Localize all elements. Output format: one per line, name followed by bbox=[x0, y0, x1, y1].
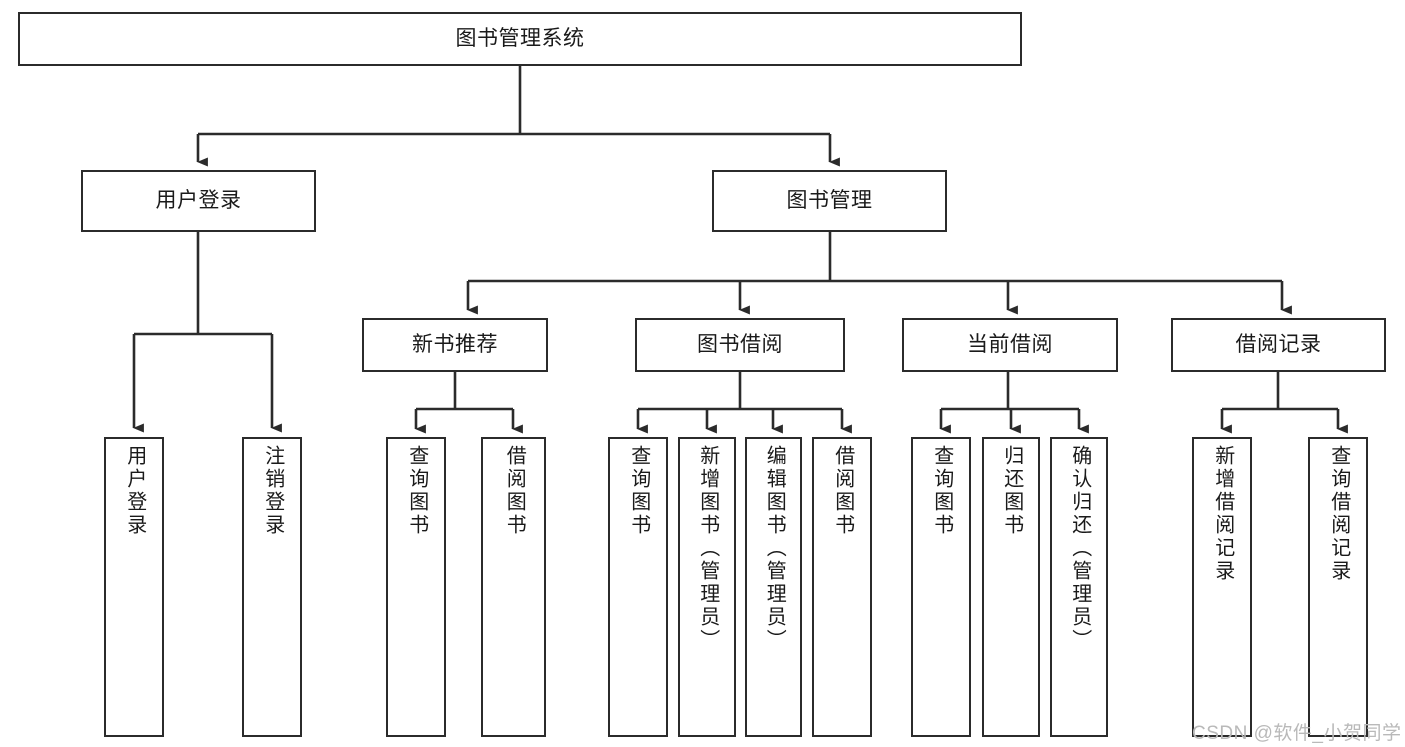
node-leaf-add-borrow-record-label: 新增借阅记录 bbox=[1211, 445, 1234, 583]
node-new-book-recommend-label: 新书推荐 bbox=[412, 332, 498, 356]
node-leaf-query-book-current-label: 查询图书 bbox=[930, 445, 953, 537]
node-leaf-add-borrow-record[interactable]: 新增借阅记录 bbox=[1192, 437, 1252, 737]
node-leaf-logout[interactable]: 注销登录 bbox=[242, 437, 302, 737]
node-leaf-borrow-book-newbook[interactable]: 借阅图书 bbox=[481, 437, 546, 737]
node-leaf-return-book[interactable]: 归还图书 bbox=[982, 437, 1040, 737]
node-borrow-record-label: 借阅记录 bbox=[1235, 332, 1322, 356]
node-leaf-query-book-borrow-label: 查询图书 bbox=[627, 445, 650, 537]
node-book-borrow-label: 图书借阅 bbox=[697, 332, 783, 356]
node-leaf-edit-book-admin-label: 编辑图书（管理员） bbox=[763, 445, 786, 652]
node-user-login-label: 用户登录 bbox=[155, 188, 242, 212]
node-leaf-query-book-newbook[interactable]: 查询图书 bbox=[386, 437, 446, 737]
node-leaf-query-book-borrow[interactable]: 查询图书 bbox=[608, 437, 668, 737]
node-borrow-record[interactable]: 借阅记录 bbox=[1171, 318, 1386, 372]
node-current-borrow-label: 当前借阅 bbox=[967, 332, 1053, 356]
node-leaf-user-login-label: 用户登录 bbox=[123, 445, 146, 537]
node-book-management-label: 图书管理 bbox=[786, 188, 873, 212]
node-leaf-query-borrow-record-label: 查询借阅记录 bbox=[1327, 445, 1350, 583]
node-leaf-return-book-label: 归还图书 bbox=[1000, 445, 1023, 537]
node-leaf-add-book-admin-label: 新增图书（管理员） bbox=[696, 445, 719, 652]
node-new-book-recommend[interactable]: 新书推荐 bbox=[362, 318, 548, 372]
node-current-borrow[interactable]: 当前借阅 bbox=[902, 318, 1118, 372]
node-leaf-borrow-book[interactable]: 借阅图书 bbox=[812, 437, 872, 737]
node-book-borrow[interactable]: 图书借阅 bbox=[635, 318, 845, 372]
node-leaf-borrow-book-label: 借阅图书 bbox=[831, 445, 854, 537]
node-leaf-query-book-newbook-label: 查询图书 bbox=[405, 445, 428, 537]
node-leaf-query-book-current[interactable]: 查询图书 bbox=[911, 437, 971, 737]
node-leaf-query-borrow-record[interactable]: 查询借阅记录 bbox=[1308, 437, 1368, 737]
node-leaf-confirm-return-admin-label: 确认归还（管理员） bbox=[1068, 445, 1091, 652]
node-root-system[interactable]: 图书管理系统 bbox=[18, 12, 1022, 66]
node-leaf-edit-book-admin[interactable]: 编辑图书（管理员） bbox=[745, 437, 802, 737]
node-leaf-borrow-book-newbook-label: 借阅图书 bbox=[503, 445, 526, 537]
node-leaf-add-book-admin[interactable]: 新增图书（管理员） bbox=[678, 437, 736, 737]
node-book-management[interactable]: 图书管理 bbox=[712, 170, 947, 232]
node-root-system-label: 图书管理系统 bbox=[455, 26, 585, 50]
node-leaf-user-login[interactable]: 用户登录 bbox=[104, 437, 164, 737]
node-leaf-confirm-return-admin[interactable]: 确认归还（管理员） bbox=[1050, 437, 1108, 737]
node-user-login[interactable]: 用户登录 bbox=[81, 170, 316, 232]
node-leaf-logout-label: 注销登录 bbox=[261, 445, 284, 537]
